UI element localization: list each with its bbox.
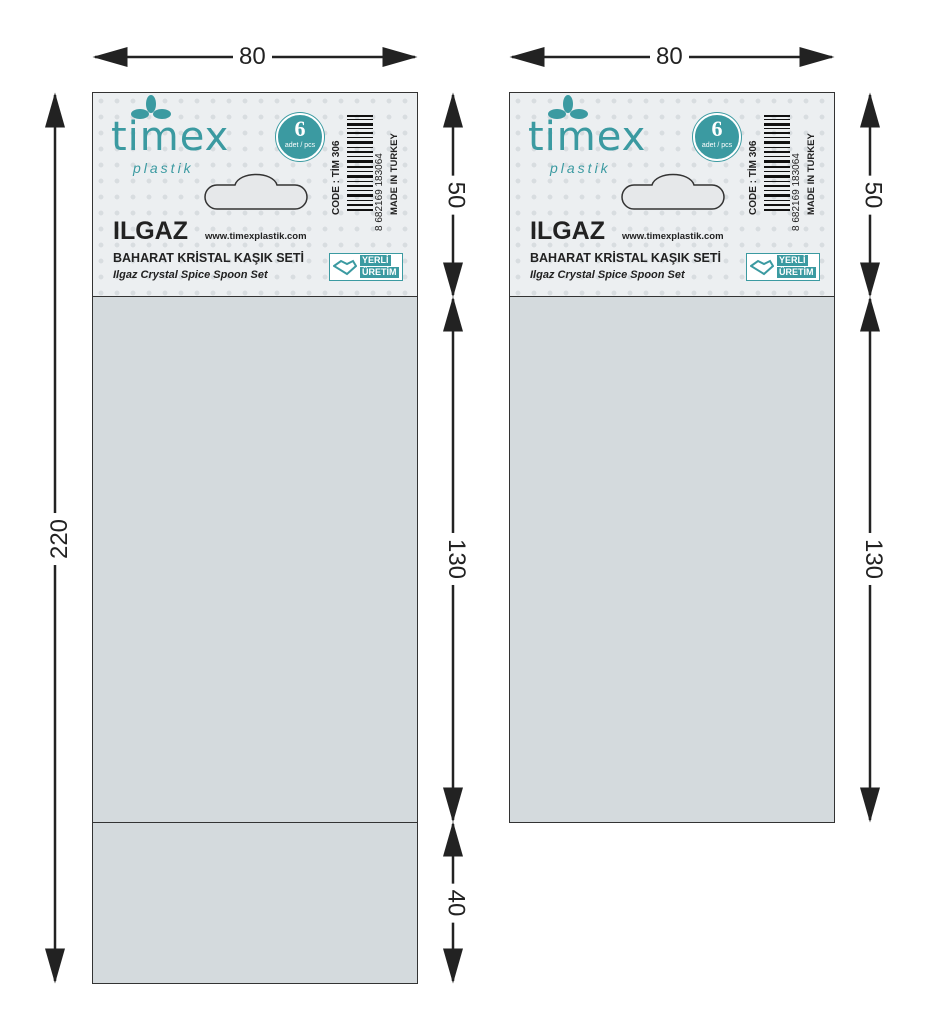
pieces-count: 6 — [711, 116, 723, 141]
local-production-badge: YERLİ ÜRETİM — [329, 253, 403, 281]
body-height-dimension-left: 130 — [443, 532, 470, 586]
product-code: CODE : TİM 306 — [748, 140, 759, 215]
leaf-logo-icon — [548, 95, 588, 119]
pieces-count: 6 — [294, 116, 306, 141]
bottom-height-dimension: 40 — [442, 883, 469, 923]
origin: MADE IN TURKEY — [389, 133, 400, 215]
brand-logo: timex — [528, 114, 647, 160]
origin: MADE IN TURKEY — [806, 133, 817, 215]
website: www.timexplastik.com — [622, 231, 724, 242]
body-height-dimension-right: 130 — [860, 532, 887, 586]
brand-logo: timex — [111, 114, 230, 160]
title-turkish: BAHARAT KRİSTAL KAŞIK SETİ — [113, 251, 304, 265]
handshake-icon — [333, 259, 357, 276]
header-height-dimension-left: 50 — [442, 175, 469, 215]
product-code: CODE : TİM 306 — [331, 140, 342, 215]
product-name: ILGAZ — [113, 217, 188, 245]
badge-line1: YERLİ — [777, 255, 808, 266]
pieces-unit: adet / pcs — [284, 142, 316, 149]
leaf-logo-icon — [131, 95, 171, 119]
handshake-icon — [750, 259, 774, 276]
badge-line1: YERLİ — [360, 255, 391, 266]
barcode — [347, 115, 373, 211]
barcode-number: 8 682169 183064 — [791, 153, 802, 231]
badge-line2: ÜRETİM — [777, 267, 816, 278]
width-dimension-left: 80 — [233, 44, 272, 70]
badge-line2: ÜRETİM — [360, 267, 399, 278]
brand-subtitle: plastik — [133, 160, 194, 176]
hang-hole — [204, 173, 308, 210]
barcode-number: 8 682169 183064 — [374, 153, 385, 231]
brand-subtitle: plastik — [550, 160, 611, 176]
fold-line — [93, 822, 417, 823]
pieces-unit: adet / pcs — [701, 142, 733, 149]
total-height-dimension: 220 — [46, 512, 74, 566]
title-english: Ilgaz Crystal Spice Spoon Set — [113, 269, 268, 281]
website: www.timexplastik.com — [205, 231, 307, 242]
hang-hole — [621, 173, 725, 210]
title-turkish: BAHARAT KRİSTAL KAŞIK SETİ — [530, 251, 721, 265]
product-name: ILGAZ — [530, 217, 605, 245]
title-english: Ilgaz Crystal Spice Spoon Set — [530, 269, 685, 281]
barcode — [764, 115, 790, 211]
local-production-badge: YERLİ ÜRETİM — [746, 253, 820, 281]
header-height-dimension-right: 50 — [859, 175, 886, 215]
width-dimension-right: 80 — [650, 44, 689, 70]
